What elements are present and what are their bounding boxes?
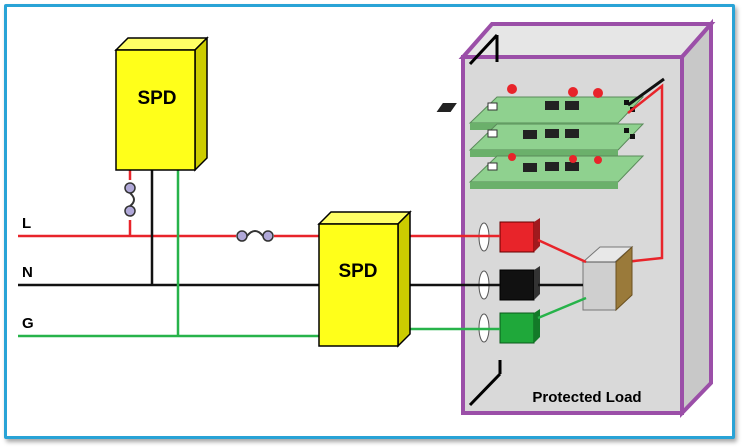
fuse-series-icon [236,230,274,242]
spd-series-box [317,210,412,348]
terminal-block-n [478,266,540,301]
board-power-cable [624,83,664,264]
terminal-block-g [478,309,540,344]
line-label-n: N [22,264,33,281]
line-g-wire [18,327,500,338]
spd-series-label: SPD [338,261,377,282]
line-label-l: L [22,215,31,232]
protected-load-cabinet [458,18,716,418]
fuse-parallel-icon [120,180,140,220]
circuit-board-3 [468,153,645,189]
spd-parallel-box [114,36,209,172]
line-label-g: G [22,315,34,332]
protected-load-label: Protected Load [532,389,641,406]
circuit-board-2 [468,123,645,157]
power-module [581,245,634,312]
spd-parallel-label: SPD [137,88,176,109]
